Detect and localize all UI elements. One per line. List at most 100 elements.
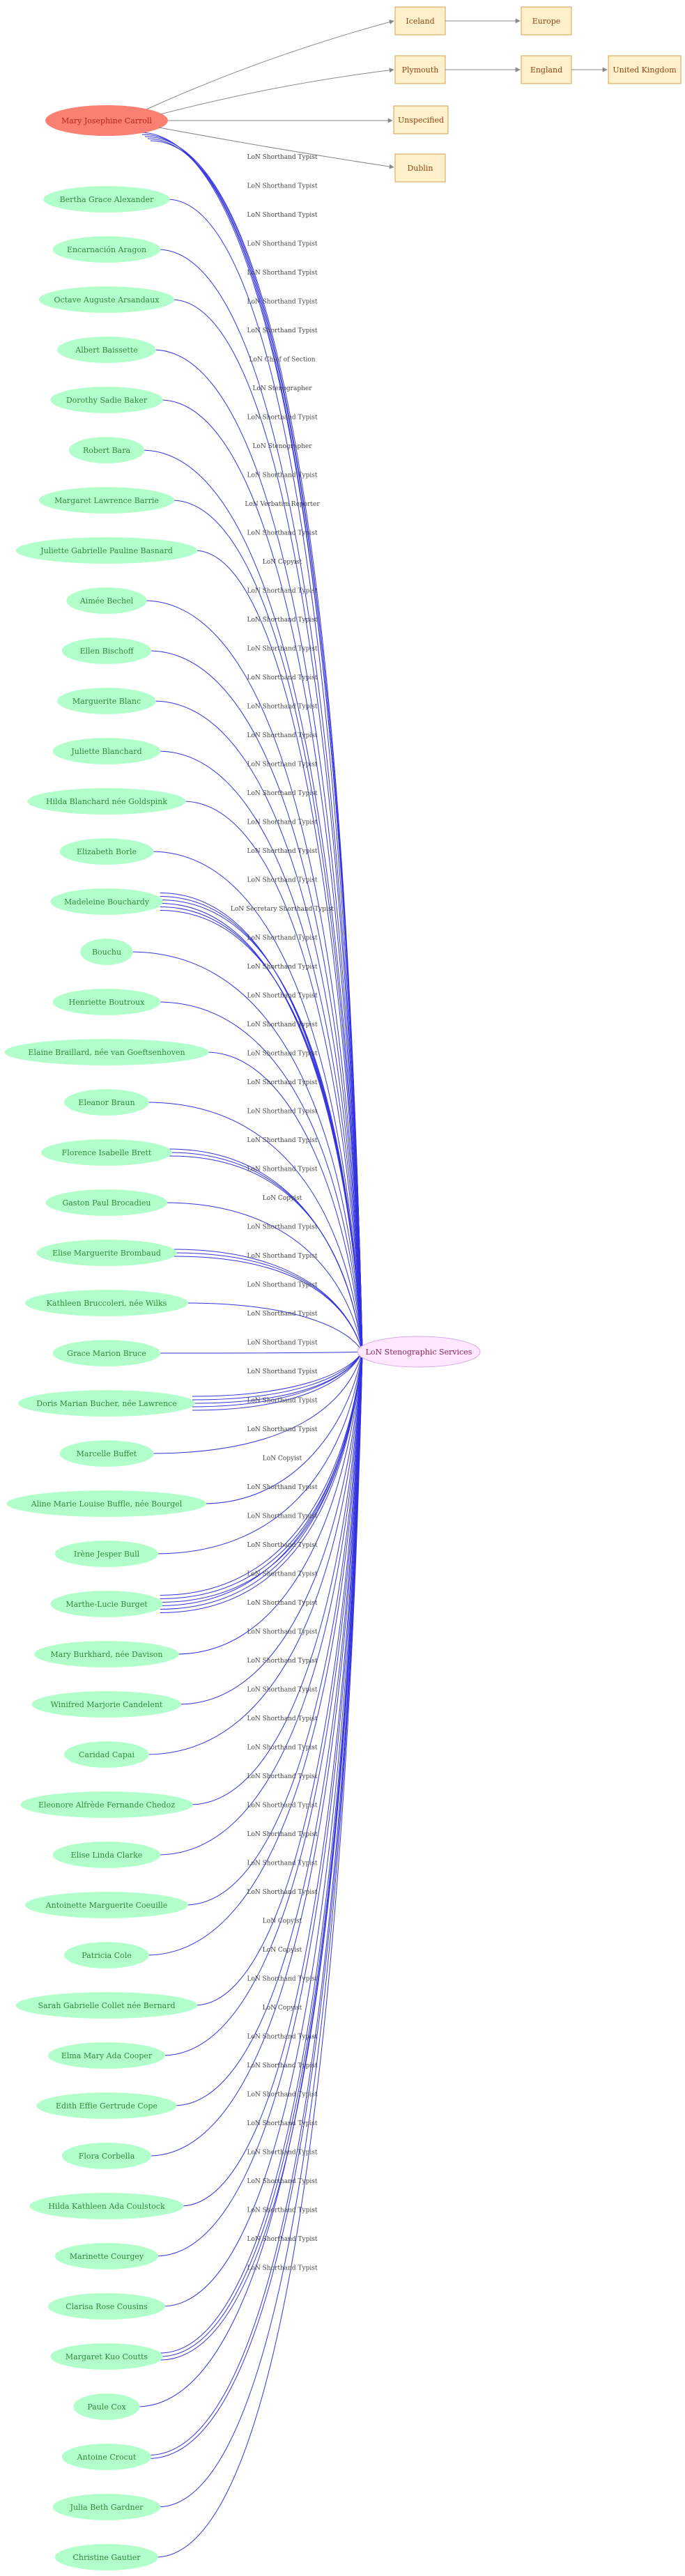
person-node-flora-corbella[interactable]: Flora Corbella	[61, 2143, 152, 2169]
person-node-bertha-grace-alexander[interactable]: Bertha Grace Alexander	[43, 186, 170, 213]
person-node-hilda-blanchard-nee-goldspink[interactable]: Hilda Blanchard née Goldspink	[27, 788, 186, 815]
person-node-ellen-bischoff[interactable]: Ellen Bischoff	[61, 638, 152, 664]
person-node-winifred-marjorie-candelent[interactable]: Winifred Marjorie Candelent	[31, 1691, 182, 1718]
edge-juliette-blanchard-0	[157, 750, 365, 1352]
person-node-elma-mary-ada-cooper[interactable]: Elma Mary Ada Cooper	[48, 2042, 165, 2069]
person-node-henriette-boutroux[interactable]: Henriette Boutroux	[52, 989, 161, 1015]
person-node-label: Elise Marguerite Brombaud	[52, 1249, 161, 1258]
place-node-europe[interactable]: Europe	[521, 6, 572, 36]
person-node-label: Elaine Braillard, née van Goeftsenhoven	[28, 1048, 185, 1057]
person-node-label: Florence Isabelle Brett	[62, 1148, 152, 1157]
edge-label: LoN Shorthand Typist	[247, 790, 318, 797]
edge-bouchu-0	[130, 951, 365, 1352]
person-node-elaine-braillard-nee-van-goeftsenhoven[interactable]: Elaine Braillard, née van Goeftsenhoven	[4, 1039, 209, 1065]
person-node-sarah-gabrielle-collet-nee-bernard[interactable]: Sarah Gabrielle Collet née Bernard	[15, 1992, 198, 2019]
person-node-eleanor-braun[interactable]: Eleanor Braun	[64, 1089, 149, 1116]
person-node-label: Paule Cox	[87, 2403, 126, 2412]
edge-florence-isabelle-brett-2	[169, 1155, 364, 1352]
person-node-patricia-cole[interactable]: Patricia Cole	[64, 1942, 149, 1968]
edge-marcelle-buffet-0	[151, 1351, 364, 1454]
edge-aimee-bechel-0	[144, 600, 365, 1352]
person-node-octave-auguste-arsandaux[interactable]: Octave Auguste Arsandaux	[38, 286, 175, 313]
place-node-united-kingdom[interactable]: United Kingdom	[608, 55, 682, 84]
edges-layer	[130, 132, 365, 2558]
person-node-paule-cox[interactable]: Paule Cox	[73, 2393, 140, 2420]
person-node-doris-marian-bucher-nee-lawrence[interactable]: Doris Marian Bucher, née Lawrence	[18, 1390, 195, 1417]
person-node-juliette-gabrielle-pauline-basnard[interactable]: Juliette Gabrielle Pauline Basnard	[15, 537, 198, 564]
person-node-marcelle-buffet[interactable]: Marcelle Buffet	[59, 1440, 154, 1467]
person-node-kathleen-bruccoleri-nee-wilks[interactable]: Kathleen Bruccoleri, née Wilks	[25, 1290, 188, 1316]
edge-gaston-paul-brocadieu-0	[164, 1202, 364, 1352]
person-node-label: Octave Auguste Arsandaux	[54, 295, 160, 304]
place-node-plymouth[interactable]: Plymouth	[394, 55, 446, 84]
person-node-robert-bara[interactable]: Robert Bara	[68, 437, 145, 463]
edge-doris-marian-bucher-nee-lawrence-1	[192, 1351, 363, 1401]
person-node-aline-marie-louise-buffle-nee-bourgel[interactable]: Aline Marie Louise Buffle, née Bourgel	[6, 1490, 207, 1517]
edge-florence-isabelle-brett-1	[169, 1152, 364, 1352]
edge-label: LoN Shorthand Typist	[247, 1773, 318, 1780]
person-node-eleonore-alfrede-fernande-chedoz[interactable]: Eleonore Alfrède Fernande Chedoz	[20, 1791, 193, 1818]
svg-text:Dublin: Dublin	[407, 164, 433, 173]
person-node-grace-marion-bruce[interactable]: Grace Marion Bruce	[52, 1340, 161, 1366]
place-node-unspecified[interactable]: Unspecified	[393, 105, 449, 134]
person-node-gaston-paul-brocadieu[interactable]: Gaston Paul Brocadieu	[45, 1189, 168, 1216]
place-node-iceland[interactable]: Iceland	[394, 6, 446, 36]
person-node-madeleine-bouchardy[interactable]: Madeleine Bouchardy	[50, 888, 163, 915]
person-node-hilda-kathleen-ada-coulstock[interactable]: Hilda Kathleen Ada Coulstock	[29, 2193, 184, 2219]
person-node-margaret-lawrence-barrie[interactable]: Margaret Lawrence Barrie	[38, 487, 175, 514]
person-node-dorothy-sadie-baker[interactable]: Dorothy Sadie Baker	[50, 387, 163, 413]
person-node-elise-marguerite-brombaud[interactable]: Elise Marguerite Brombaud	[36, 1240, 177, 1266]
edge-label: LoN Shorthand Typist	[247, 1340, 318, 1347]
person-node-florence-isabelle-brett[interactable]: Florence Isabelle Brett	[41, 1139, 172, 1166]
edge-label: LoN Shorthand Typist	[247, 1282, 318, 1289]
person-node-label: Mary Burkhard, née Davison	[51, 1650, 163, 1659]
edge-label: LoN Shorthand Typist	[247, 212, 318, 219]
person-node-irene-jesper-bull[interactable]: Irène Jesper Bull	[54, 1541, 159, 1567]
person-node-mary-burkhard-nee-davison[interactable]: Mary Burkhard, née Davison	[34, 1641, 179, 1667]
edge-marthe-lucie-burget-0	[160, 1351, 364, 1596]
person-node-juliette-blanchard[interactable]: Juliette Blanchard	[52, 738, 161, 764]
place-node-england[interactable]: England	[521, 55, 572, 84]
person-node-margaret-kuo-coutts[interactable]: Margaret Kuo Coutts	[50, 2343, 163, 2370]
person-node-marinette-courgey[interactable]: Marinette Courgey	[54, 2243, 159, 2269]
edge-label: LoN Shorthand Typist	[247, 270, 318, 277]
person-node-elise-linda-clarke[interactable]: Elise Linda Clarke	[52, 1842, 161, 1868]
person-node-marguerite-blanc[interactable]: Marguerite Blanc	[57, 688, 156, 714]
edge-hilda-blanchard-nee-goldspink-0	[183, 801, 365, 1352]
person-node-bouchu[interactable]: Bouchu	[80, 939, 133, 965]
edge-kathleen-bruccoleri-nee-wilks-0	[185, 1302, 363, 1352]
person-node-antoinette-marguerite-coeuille[interactable]: Antoinette Marguerite Coeuille	[25, 1892, 188, 1918]
person-node-antoine-crocut[interactable]: Antoine Crocut	[61, 2444, 152, 2470]
person-node-julia-beth-gardner[interactable]: Julia Beth Gardner	[52, 2494, 161, 2520]
subject-node[interactable]: Mary Josephine Carroll	[45, 105, 168, 136]
person-node-edith-effie-gertrude-cope[interactable]: Edith Effie Gertrude Cope	[36, 2092, 177, 2119]
person-node-label: Hilda Blanchard née Goldspink	[46, 797, 167, 806]
edge-label: LoN Shorthand Typist	[247, 617, 318, 624]
edge-christine-gautier-0	[155, 1351, 365, 2558]
edge-label: LoN Shorthand Typist	[247, 2207, 318, 2214]
person-node-elizabeth-borle[interactable]: Elizabeth Borle	[59, 838, 154, 865]
edge-caridad-capai-0	[146, 1351, 365, 1755]
target-node[interactable]: LoN Stenographic Services	[357, 1336, 481, 1368]
edge-edith-effie-gertrude-cope-0	[174, 1351, 365, 2106]
edge-label: LoN Shorthand Typist	[247, 2265, 318, 2272]
person-node-encarnacion-aragon[interactable]: Encarnación Aragon	[52, 236, 161, 263]
place-node-dublin[interactable]: Dublin	[394, 153, 446, 183]
person-node-clarisa-rose-cousins[interactable]: Clarisa Rose Cousins	[48, 2293, 165, 2320]
person-node-label: Juliette Blanchard	[70, 747, 141, 756]
edge-label: LoN Shorthand Typist	[247, 2236, 318, 2243]
person-node-label: Marcelle Buffet	[77, 1449, 137, 1458]
person-node-aimee-bechel[interactable]: Aimée Bechel	[66, 587, 147, 614]
edge-subject-dublin	[158, 127, 394, 169]
person-node-label: Antoinette Marguerite Coeuille	[45, 1901, 168, 1910]
edge-label: LoN Shorthand Typist	[247, 1860, 318, 1867]
person-node-christine-gautier[interactable]: Christine Gautier	[54, 2544, 159, 2570]
edge-clarisa-rose-cousins-0	[162, 1351, 365, 2307]
person-node-albert-baissette[interactable]: Albert Baissette	[57, 337, 156, 363]
person-node-label: Albert Baissette	[75, 346, 138, 355]
person-node-label: Winifred Marjorie Candelent	[51, 1700, 163, 1709]
edge-subject-plymouth	[160, 68, 394, 115]
person-node-marthe-lucie-burget[interactable]: Marthe-Lucie Burget	[50, 1591, 163, 1617]
edge-henriette-boutroux-0	[157, 1001, 364, 1352]
person-node-caridad-capai[interactable]: Caridad Capai	[64, 1741, 149, 1768]
